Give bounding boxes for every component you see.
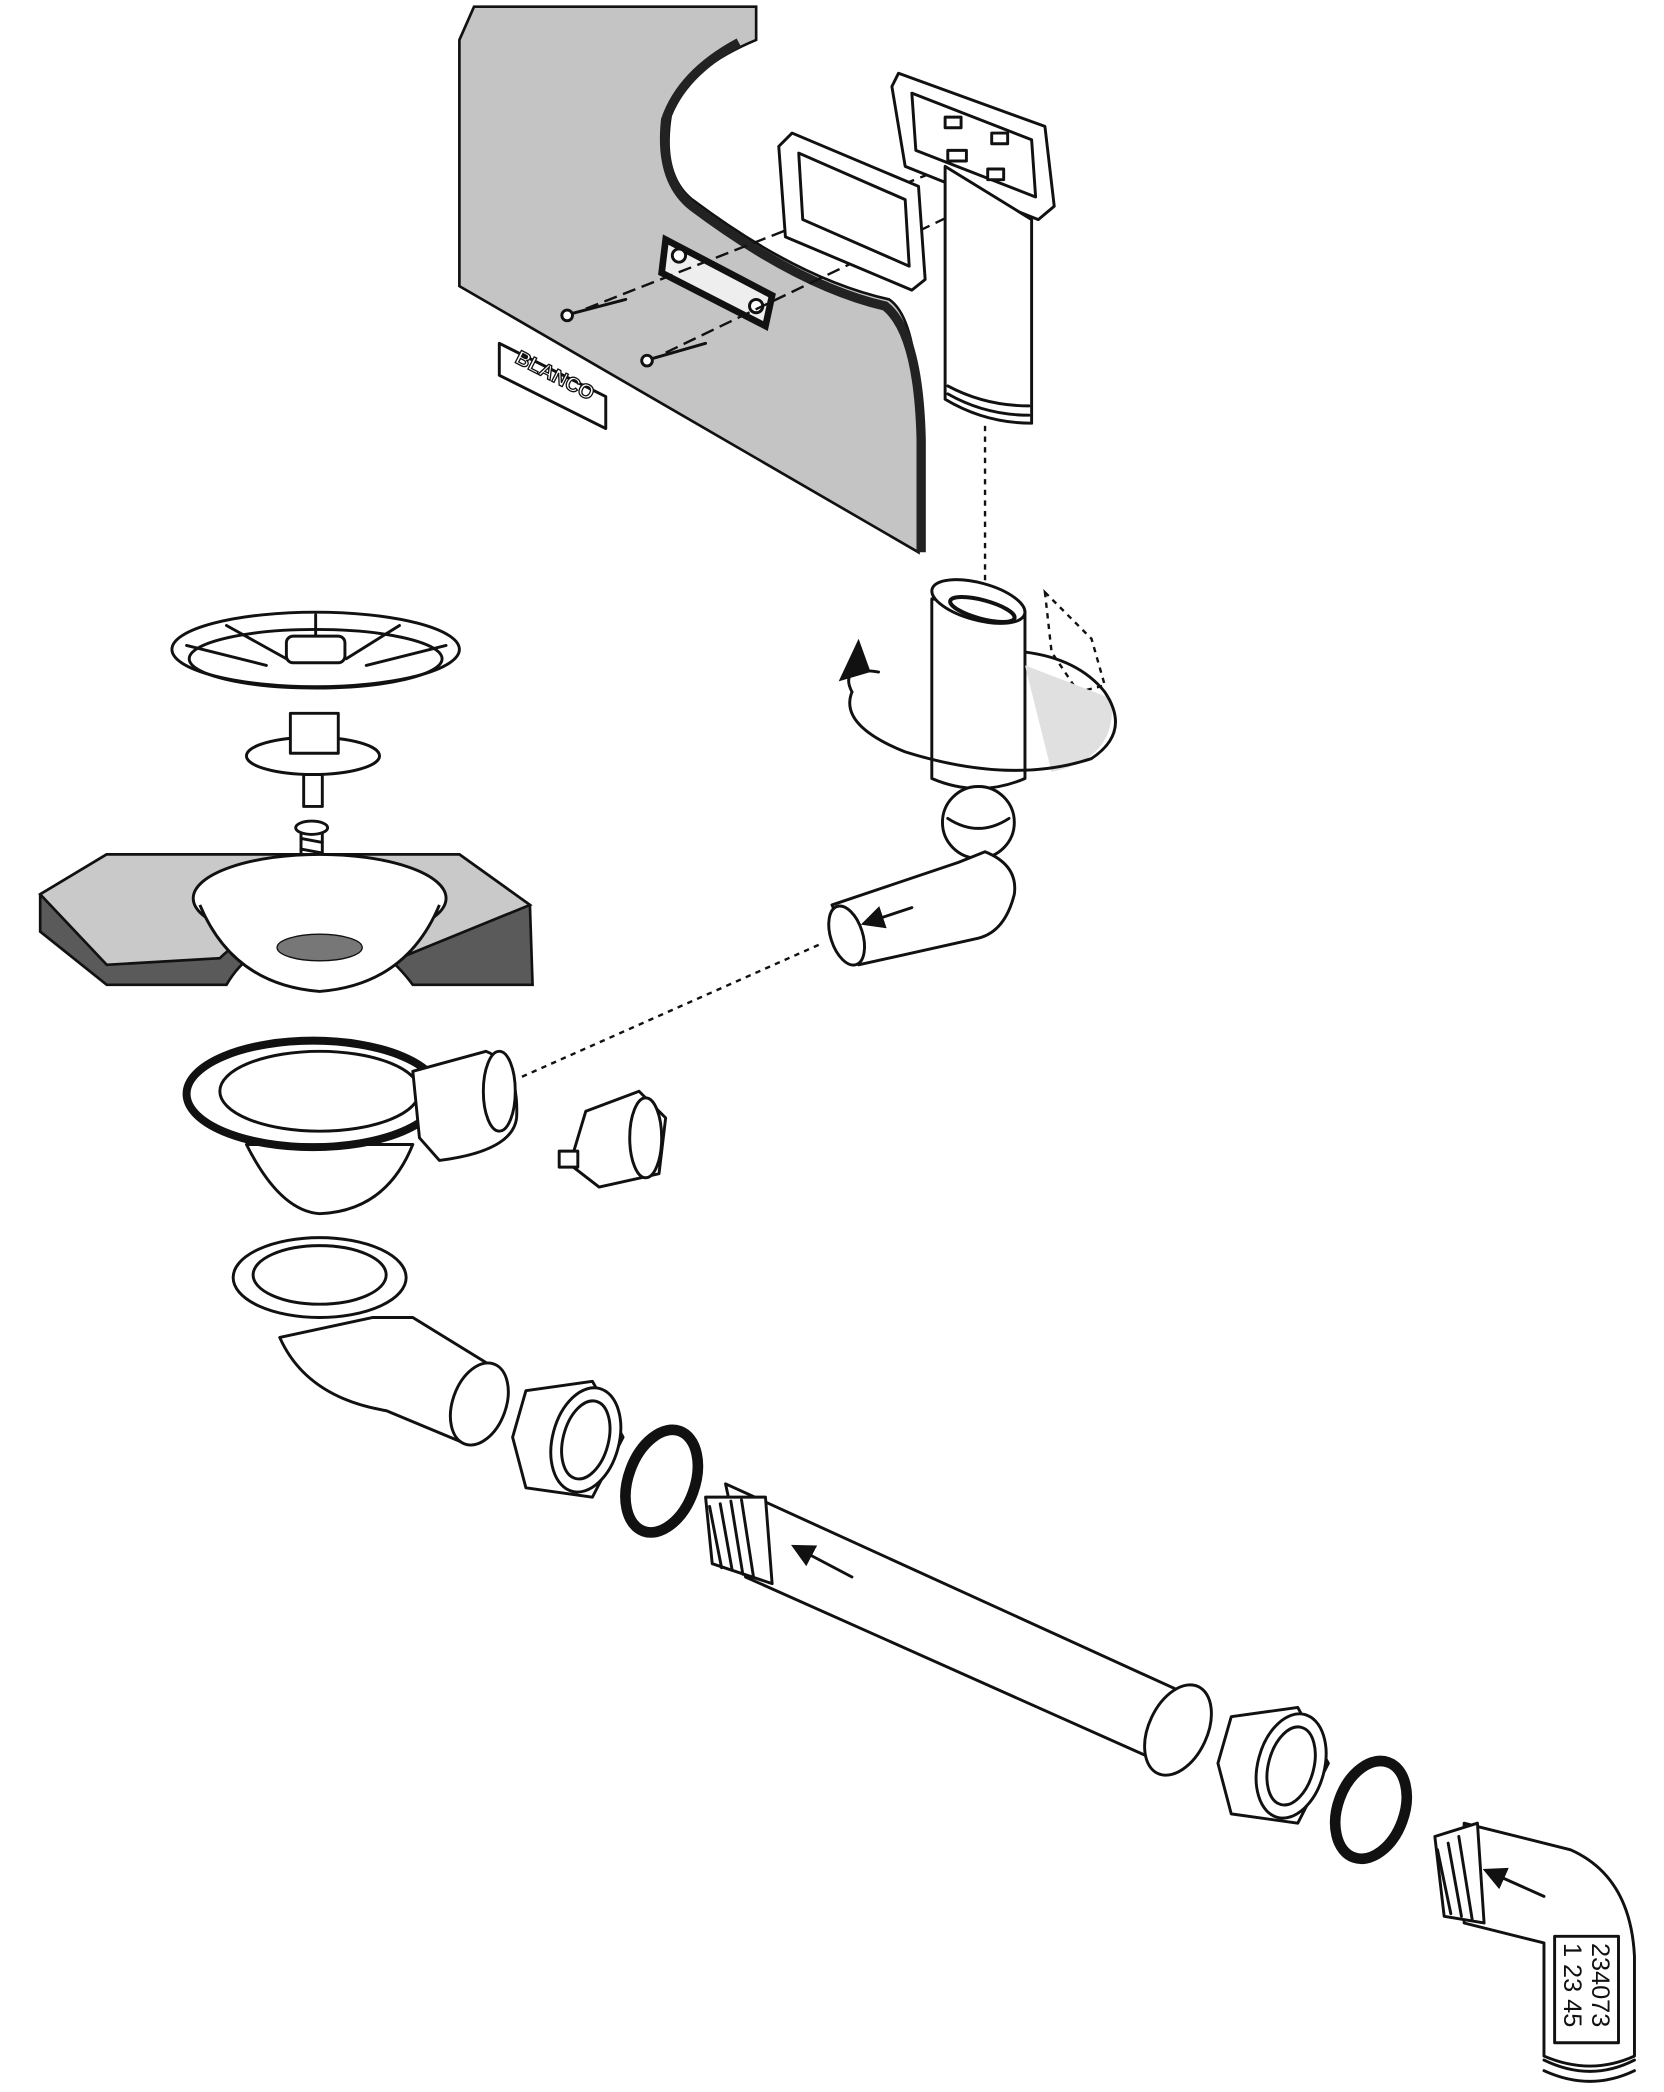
- drain-pipe: [704, 1482, 1213, 1777]
- strainer-plug: [170, 610, 461, 690]
- overflow-tube: [943, 164, 1034, 425]
- part-batch-code: 1 23 45: [1558, 1943, 1586, 2027]
- part-label-box: [1553, 1934, 1620, 2045]
- plug-stem-cap: [244, 711, 381, 808]
- overflow-connector: [557, 1089, 668, 1189]
- flow-arrow-icon: [791, 1544, 854, 1579]
- trap-outlet-elbow: [231, 1236, 510, 1447]
- sealing-ring: [620, 1424, 704, 1538]
- union-nut: [511, 1379, 625, 1499]
- flow-arrow-icon: [860, 906, 914, 929]
- sink-bowl-surface: [38, 852, 534, 993]
- waste-body: [182, 1036, 519, 1216]
- outlet-elbow: 234073 1 23 45: [1433, 1821, 1636, 2083]
- assembly-guide-line: [518, 943, 820, 1080]
- overflow-elbow-pipe: [827, 850, 1017, 967]
- rotation-arrow-icon: [838, 638, 871, 682]
- screw: [640, 341, 708, 368]
- flow-arrow-icon: [1482, 1867, 1546, 1898]
- screw: [560, 297, 628, 323]
- union-nut: [1216, 1705, 1330, 1825]
- sealing-ring: [1329, 1755, 1413, 1865]
- brand-plate: BLANCO: [497, 341, 608, 430]
- overflow-cover-frame: [890, 71, 1056, 222]
- overflow-gasket-frame: [777, 131, 927, 292]
- overflow-pivot-elbow: [838, 578, 1117, 860]
- part-number: 234073: [1586, 1943, 1614, 2027]
